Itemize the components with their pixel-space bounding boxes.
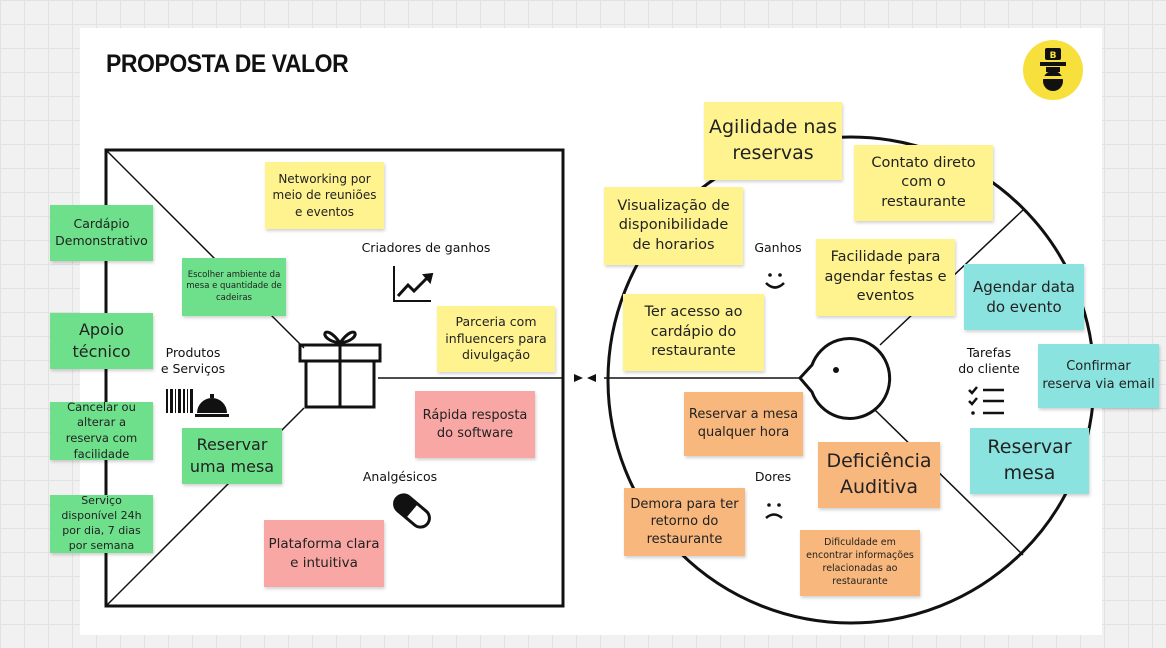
sticky-note-text: Contato direto com o restaurante — [871, 154, 976, 210]
sticky-note-agilidade-reservas[interactable]: Agilidade nas reservas — [704, 102, 842, 180]
sticky-note-text: Deficiência Auditiva — [826, 450, 932, 498]
sticky-note-cancelar-reserva[interactable]: Cancelar ou alterar a reserva com facili… — [50, 399, 153, 461]
sticky-note-text: Demora para ter retorno do restaurante — [630, 496, 739, 547]
sticky-note-text: Escolher ambiente da mesa e quantidade d… — [186, 269, 282, 303]
sticky-note-text: Confirmar reserva via email — [1042, 359, 1155, 392]
sticky-note-text: Networking por meio de reuniões e evento… — [272, 172, 377, 219]
sticky-note-rapida-resposta[interactable]: Rápida resposta do software — [415, 391, 535, 458]
sticky-note-agendar-data-evento[interactable]: Agendar data do evento — [964, 264, 1084, 330]
sticky-note-text: Reservar a mesa qualquer hora — [688, 407, 799, 440]
sticky-note-contato-direto[interactable]: Contato direto com o restaurante — [854, 145, 993, 221]
canvas-board — [80, 28, 1102, 635]
sticky-note-dificuldade-informacoes[interactable]: Dificuldade em encontrar informações rel… — [800, 530, 920, 596]
label-pains: Dores — [754, 469, 792, 484]
sticky-note-servico-24h[interactable]: Serviço disponível 24h por dia, 7 dias p… — [50, 494, 153, 553]
smile-icon — [765, 273, 785, 289]
label-products-services: Produtos e Serviços — [160, 345, 226, 377]
label-customer-jobs: Tarefas do cliente — [958, 345, 1020, 377]
label-pain-relievers: Analgésicos — [362, 469, 438, 484]
sticky-note-visualizacao-disponibilidade[interactable]: Visualização de disponibilidade de horar… — [604, 187, 743, 265]
sticky-note-facilidade-agendar[interactable]: Facilidade para agendar festas e eventos — [816, 239, 955, 316]
sticky-note-reservar-qualquer-hora[interactable]: Reservar a mesa qualquer hora — [684, 392, 803, 456]
profile-divider-bottom — [874, 409, 1024, 556]
sticky-note-text: Plataforma clara e intuitiva — [268, 536, 380, 571]
customer-face-icon — [798, 337, 892, 420]
sticky-note-networking[interactable]: Networking por meio de reuniões e evento… — [265, 162, 384, 229]
sticky-note-text: Ter acesso ao cardápio do restaurante — [644, 304, 743, 360]
sticky-note-reservar-uma-mesa[interactable]: Reservar uma mesa — [182, 428, 282, 484]
sticky-note-text: Cancelar ou alterar a reserva com facili… — [65, 399, 138, 461]
sticky-note-text: Agendar data do evento — [973, 277, 1075, 316]
sticky-note-text: Serviço disponível 24h por dia, 7 dias p… — [61, 494, 142, 552]
sticky-note-text: Visualização de disponibilidade de horar… — [617, 197, 730, 253]
sticky-note-acesso-cardapio[interactable]: Ter acesso ao cardápio do restaurante — [623, 294, 764, 371]
sticky-note-text: Cardápio Demonstrativo — [55, 216, 148, 248]
sticky-note-text: Agilidade nas reservas — [709, 116, 837, 164]
sticky-note-text: Apoio técnico — [72, 320, 131, 361]
sticky-note-cardapio-demonstrativo[interactable]: Cardápio Demonstrativo — [50, 205, 153, 261]
sticky-note-demora-retorno[interactable]: Demora para ter retorno do restaurante — [624, 488, 745, 556]
sticky-note-text: Facilidade para agendar festas e eventos — [824, 249, 947, 305]
page-title: PROPOSTA DE VALOR — [106, 50, 349, 78]
sticky-note-reservar-mesa[interactable]: Reservar mesa — [970, 428, 1089, 494]
rising-chart-icon — [393, 266, 434, 302]
sticky-note-text: Reservar uma mesa — [189, 435, 275, 476]
service-bell-icon — [195, 394, 229, 417]
sticky-note-text: Rápida resposta do software — [422, 407, 528, 441]
sad-face-icon — [765, 503, 783, 519]
sandwich-board-logo-icon: B — [1023, 40, 1083, 100]
sticky-note-deficiencia-auditiva[interactable]: Deficiência Auditiva — [818, 442, 940, 508]
sticky-note-text: Reservar mesa — [987, 436, 1072, 484]
sticky-note-apoio-tecnico[interactable]: Apoio técnico — [50, 313, 153, 369]
sticky-note-escolher-ambiente[interactable]: Escolher ambiente da mesa e quantidade d… — [182, 258, 286, 316]
pill-icon — [393, 493, 431, 529]
label-gain-creators: Criadores de ganhos — [361, 240, 491, 255]
checklist-icon — [968, 386, 1004, 415]
barcode-icon — [166, 389, 193, 413]
sticky-note-text: Dificuldade em encontrar informações rel… — [806, 537, 914, 587]
arrow-right-icon — [574, 374, 583, 382]
gift-icon — [298, 330, 382, 409]
sticky-note-confirmar-reserva-email[interactable]: Confirmar reserva via email — [1038, 344, 1159, 408]
sticky-note-text: Parceria com influencers para divulgação — [445, 313, 547, 363]
sticky-note-parceria-influencers[interactable]: Parceria com influencers para divulgação — [437, 306, 555, 372]
sticky-note-plataforma-clara[interactable]: Plataforma clara e intuitiva — [264, 520, 384, 587]
svg-text:B: B — [1050, 51, 1057, 61]
label-gains: Ganhos — [754, 240, 802, 255]
arrow-left-icon — [587, 374, 596, 382]
